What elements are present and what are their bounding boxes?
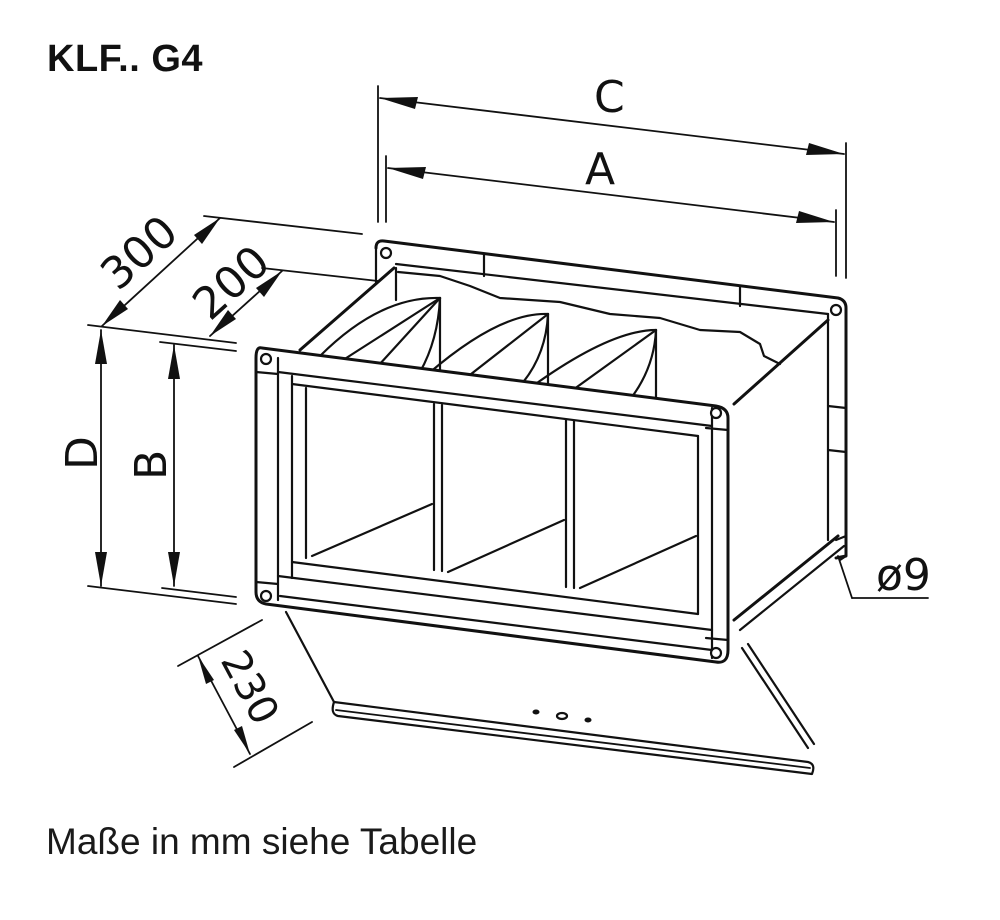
hole-icon	[584, 717, 592, 723]
mounting-plate	[284, 610, 816, 776]
arrowhead-icon	[806, 143, 844, 155]
hole-icon	[532, 709, 540, 715]
arrowhead-icon	[198, 656, 214, 684]
mounting-hole-icon	[379, 246, 393, 260]
dimension-200-label: 200	[183, 236, 280, 330]
arrowhead-icon	[256, 271, 282, 297]
mounting-hole-icon	[829, 303, 843, 317]
dimension-d: D	[57, 329, 237, 605]
filter-bags	[318, 270, 782, 406]
arrowhead-icon	[95, 552, 107, 586]
arrowhead-icon	[168, 552, 180, 586]
arrowhead-icon	[388, 167, 426, 179]
dimensions-note: Maße in mm siehe Tabelle	[46, 821, 478, 862]
dimension-b: B	[126, 344, 237, 598]
hole-diameter-label: ø9	[876, 550, 931, 601]
arrowhead-icon	[102, 300, 128, 326]
dimension-230-label: 230	[211, 643, 287, 732]
mounting-hole-icon	[259, 352, 273, 366]
dimension-c: C	[377, 72, 847, 279]
dimension-a: A	[385, 144, 837, 277]
mounting-hole-icon	[709, 406, 723, 420]
arrowhead-icon	[210, 310, 236, 336]
product-title: KLF.. G4	[47, 38, 204, 80]
arrowhead-icon	[95, 330, 107, 364]
housing-sides	[298, 266, 848, 632]
arrowhead-icon	[168, 345, 180, 379]
arrowhead-icon	[234, 726, 250, 754]
arrowhead-icon	[796, 211, 834, 223]
dimension-230: 230	[177, 619, 313, 768]
arrowhead-icon	[194, 218, 220, 244]
front-frame	[254, 346, 730, 664]
dimension-300-label: 300	[91, 206, 188, 300]
rear-flange	[374, 239, 848, 560]
mounting-hole-icon	[709, 646, 723, 660]
dimension-b-label: B	[126, 450, 177, 480]
dimension-c-label: C	[594, 72, 625, 123]
dimension-depth: 300 200	[87, 206, 379, 352]
hole-diameter-callout: ø9	[837, 550, 931, 601]
hole-icon	[555, 711, 569, 721]
dimension-a-label: A	[585, 144, 615, 195]
dimension-d-label: D	[57, 436, 108, 470]
mounting-hole-icon	[259, 589, 273, 603]
arrowhead-icon	[380, 97, 418, 109]
